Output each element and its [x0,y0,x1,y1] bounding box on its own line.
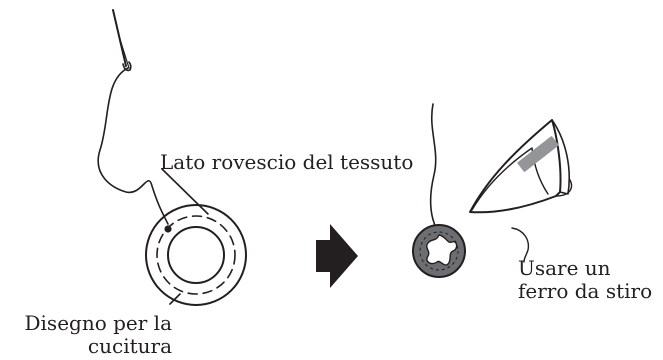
label-iron-line2: ferro da stiro [518,279,653,303]
thread [97,67,169,225]
leader-design [169,293,181,305]
label-design-line2: cucitura [87,334,172,358]
iron-icon [469,119,573,263]
label-back-of-fabric: Lato rovescio del tessuto [160,151,413,174]
fused-patch [412,224,466,278]
label-iron-line1: Usare un [518,256,611,280]
fabric-patch [145,204,247,306]
label-iron: Usare un ferro da stiro [518,257,652,303]
label-design: Disegno per la cucitura [12,311,173,358]
label-design-line1: Disegno per la [24,311,173,335]
label-back-of-fabric-text: Lato rovescio del tessuto [160,150,414,174]
thread-right [429,103,441,236]
leader-back-of-fabric [161,168,209,215]
needle-icon [112,9,132,72]
stitch-start-dot [164,225,172,233]
arrow-right-icon [316,224,358,288]
